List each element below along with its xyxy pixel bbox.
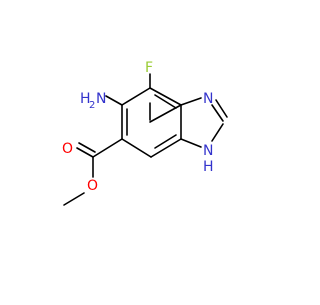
amino-n-label: N [96, 91, 106, 107]
imine-n-label: N [203, 91, 213, 107]
bonds [63, 73, 228, 206]
fluorine-label: F [145, 60, 153, 76]
bond [121, 138, 152, 158]
bond [150, 138, 182, 158]
bond [211, 123, 224, 142]
bond [76, 147, 94, 158]
bond [215, 99, 228, 118]
molecule-diagram: F H 2 N N N H O O [62, 60, 228, 206]
bond [180, 138, 202, 148]
bond [78, 142, 96, 153]
structure-canvas: F H 2 N N N H O O [62, 60, 228, 206]
nh-n-label: N [203, 143, 213, 159]
bond [92, 138, 123, 158]
atom-labels: F H 2 N N N H O O [62, 60, 214, 194]
amino-2-label: 2 [89, 100, 95, 111]
bond-inner [154, 94, 177, 109]
bond [149, 87, 182, 106]
bond [180, 97, 202, 106]
ester-oxygen-label: O [87, 178, 98, 194]
bond [105, 95, 123, 106]
bond [63, 192, 85, 206]
bond-inner [154, 134, 177, 149]
bond [121, 87, 151, 106]
bond [211, 104, 224, 122]
amino-h-label: H [80, 91, 91, 107]
nh-h-label: H [203, 159, 214, 175]
carbonyl-oxygen-label: O [62, 141, 73, 157]
